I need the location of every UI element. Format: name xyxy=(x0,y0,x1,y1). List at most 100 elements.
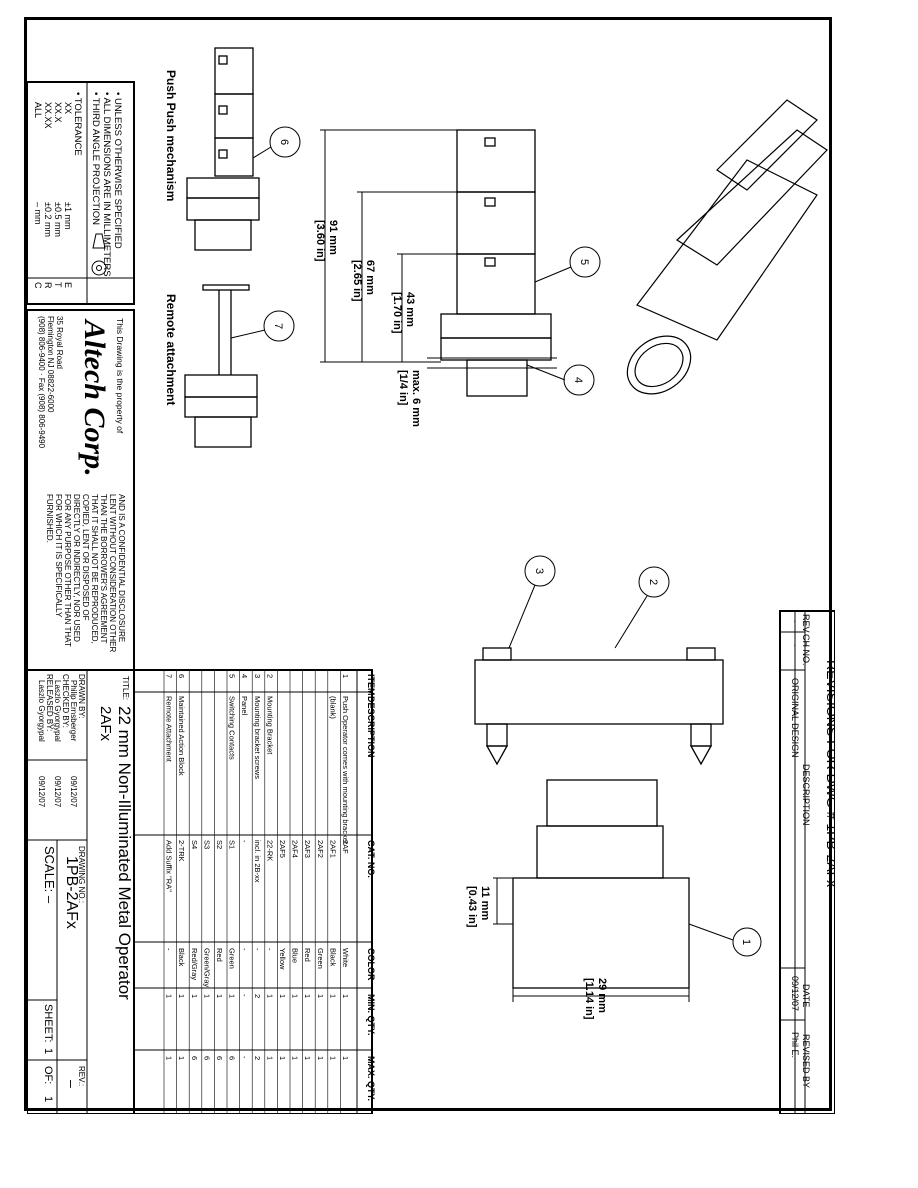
bom-cell: - xyxy=(253,948,262,951)
of-label: OF: xyxy=(42,1066,54,1084)
bom-header: ITEM xyxy=(366,674,376,696)
bom-cell: 2AF3 xyxy=(303,840,312,858)
bom-cell: 2 xyxy=(253,1056,262,1060)
scale: SCALE: – xyxy=(42,846,57,904)
tolerance-value: ±0.5 mm xyxy=(53,202,63,237)
released-by: Laszlo Gyorgypal xyxy=(37,680,46,742)
bom-cell: 1 xyxy=(165,994,174,998)
bom-cell: 1 xyxy=(278,994,287,998)
operator-front-view xyxy=(512,779,690,989)
bom-header: MIN. QTY. xyxy=(366,994,376,1036)
bom-cell: (blank) xyxy=(328,696,337,719)
disclosure-line: DIRECTLY OR INDIRECTLY, NOR USED xyxy=(72,494,81,642)
bom-cell: Green xyxy=(316,948,325,969)
dimension-91-inch: [3.60 in] xyxy=(314,220,326,262)
bom-cell: 1 xyxy=(316,1056,325,1060)
disclosure-line: LENT WITHOUT CONSIDERATION OTHER xyxy=(108,494,117,652)
bom-cell: 6 xyxy=(215,1056,224,1060)
tolerance-key: XX.XX xyxy=(43,102,53,129)
stamp-letter: R xyxy=(43,282,53,289)
revision-header: DATE xyxy=(801,984,811,1007)
front-dimension-lines xyxy=(493,877,690,1002)
bom-cell: 1 xyxy=(265,1056,274,1060)
bom-cell: 1 xyxy=(316,994,325,998)
company-logo: Altech Corp. xyxy=(78,318,111,477)
bom-cell: incl. in 2B-xx xyxy=(253,840,262,883)
bom-cell: S4 xyxy=(190,840,199,849)
bom-cell: 2AF5 xyxy=(278,840,287,858)
drawn-by: Philip Ernsberger xyxy=(69,680,78,742)
bom-cell: 1 xyxy=(202,994,211,998)
bom-cell: 1 xyxy=(291,1056,300,1060)
bom-cell: 1 xyxy=(328,1056,337,1060)
bom-cell: Black xyxy=(328,948,337,967)
bom-cell: 1 xyxy=(341,674,350,678)
dimension-6-inch: [1/4 in] xyxy=(397,370,409,406)
bom-cell: 2AF4 xyxy=(291,840,300,858)
note-line: • UNLESS OTHERWISE SPECIFIED xyxy=(112,92,123,249)
bom-cell: Push Operator comes with mounting bracke… xyxy=(341,696,350,845)
tolerance-key: ALL xyxy=(33,102,43,118)
drawn-label: DRAWN BY: xyxy=(77,674,86,719)
revision-cell: Phil E. xyxy=(790,1032,800,1058)
address-line: Flemington NJ 08822-6000 xyxy=(46,316,55,413)
sheet-label: SHEET: xyxy=(42,1004,54,1043)
bom-cell: 1 xyxy=(190,994,199,998)
bom-cell: 2AF2 xyxy=(316,840,325,858)
bom-cell: Switching Contacts xyxy=(228,696,237,760)
rev-value: – xyxy=(64,1080,80,1088)
balloon-number: 6 xyxy=(278,139,290,145)
bom-cell: S3 xyxy=(202,840,211,849)
balloon-number: 2 xyxy=(647,579,659,585)
address-line: 35 Royal Road xyxy=(55,316,64,369)
drawing-title: 22 mm Non-Illuminated Metal Operator xyxy=(115,706,134,1000)
bom-cell: - xyxy=(165,948,174,951)
bom-cell: Mounting Bracket xyxy=(265,696,274,755)
bom-cell: 1 xyxy=(228,994,237,998)
balloon-number: 3 xyxy=(533,568,545,574)
disclosure-line: THAN THE BORROWER'S AGREEMENT xyxy=(99,494,108,644)
notes-block: • UNLESS OTHERWISE SPECIFIED • ALL DIMEN… xyxy=(26,81,135,305)
balloon-number: 7 xyxy=(272,323,284,329)
sheet-number: 1 xyxy=(42,1048,54,1054)
released-date: 09/12/07 xyxy=(37,776,46,808)
dimension-67-inch: [2.65 in] xyxy=(351,260,363,302)
disclosure-line: FOR WHICH IT IS SPECIFICALLY xyxy=(54,494,63,618)
balloon-number: 4 xyxy=(572,377,584,383)
bom-cell: - xyxy=(240,994,249,997)
bom-cell: S1 xyxy=(228,840,237,849)
bom-cell: - xyxy=(265,948,274,951)
checked-date: 09/12/07 xyxy=(53,776,62,808)
bom-cell: Red xyxy=(215,948,224,962)
bom-cell: Remote Attachment xyxy=(165,696,174,763)
released-label: RELEASED BY: xyxy=(45,674,54,731)
dimension-11-inch: [0.43 in] xyxy=(466,886,478,928)
balloon-callouts xyxy=(230,126,762,957)
bom-cell: 1 xyxy=(278,1056,287,1060)
dimension-29-inch: [1.14 in] xyxy=(583,978,595,1020)
bom-header: DESCRIPTION xyxy=(366,696,376,758)
drawing-no: 1PB-2AFx xyxy=(63,856,80,929)
bom-cell: Mounting bracket screws xyxy=(253,696,262,779)
drawing-canvas: • UNLESS OTHERWISE SPECIFIED • ALL DIMEN… xyxy=(26,47,840,1115)
bom-cell: Maintained Action Block xyxy=(177,696,186,776)
balloon-number: 1 xyxy=(740,939,752,945)
dimension-lines xyxy=(320,129,557,369)
bom-cell: 1 xyxy=(265,994,274,998)
drawn-date: 09/12/07 xyxy=(69,776,78,808)
bom-header: CAT. NO. xyxy=(366,840,376,878)
bom-cell: 22-RK xyxy=(265,840,274,861)
bom-header: MAX. QTY. xyxy=(366,1056,376,1101)
revision-cell: - xyxy=(790,644,800,647)
bom-cell: 1 xyxy=(341,994,350,998)
tolerance-key: XX xyxy=(63,102,73,114)
dimension-67: 67 mm xyxy=(364,260,376,295)
bom-cell: 1 xyxy=(291,994,300,998)
checked-label: CHECKED BY: xyxy=(61,674,70,728)
company-block: This Drawing is the property of Altech C… xyxy=(26,309,135,671)
bom-cell: - xyxy=(240,948,249,951)
bom-cell: 1 xyxy=(165,1056,174,1060)
operator-side-view xyxy=(440,129,552,397)
bom-cell: 6 xyxy=(202,1056,211,1060)
